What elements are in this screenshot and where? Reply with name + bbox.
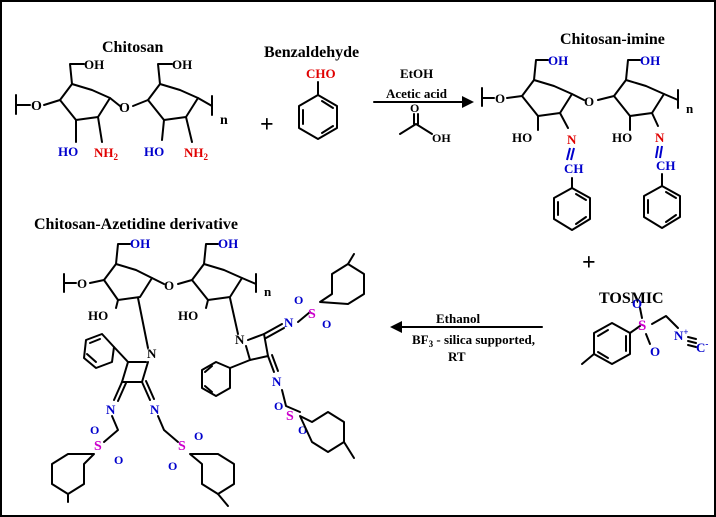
imine-n-1: N	[567, 132, 577, 147]
imine-ho-1: HO	[512, 130, 532, 145]
reaction-arrow-2: Ethanol BF3 - silica supported, RT	[390, 311, 543, 364]
chitosan-nh2-2: NH2	[184, 145, 209, 162]
az-s-4: S	[286, 409, 294, 424]
az-s2-o1: O	[168, 459, 177, 473]
az-s1-o2: O	[114, 453, 123, 467]
az-ring-n-2: N	[235, 332, 245, 347]
benzaldehyde-structure: Benzaldehyde CHO	[264, 44, 359, 140]
imine-ho-2: HO	[612, 130, 632, 145]
chitosan-n-subscript: n	[220, 113, 228, 128]
plus-sign-1: +	[260, 112, 274, 138]
azetidine-label: Chitosan-Azetidine derivative	[34, 216, 238, 233]
az-imine-n-2: N	[150, 402, 160, 417]
az-s1-o1: O	[90, 423, 99, 437]
acetic-o: O	[410, 101, 419, 115]
imine-o-bridge: O	[584, 94, 594, 109]
acetic-oh: OH	[432, 131, 451, 145]
az-s-1: S	[94, 439, 102, 454]
az-imine-n-1: N	[106, 402, 116, 417]
benzaldehyde-cho: CHO	[306, 66, 336, 81]
az-oh-2: OH	[218, 236, 238, 251]
chitosan-imine-label: Chitosan-imine	[560, 31, 665, 48]
chitosan-ho-1: HO	[58, 144, 78, 159]
tosmic-s: S	[638, 318, 646, 334]
benzaldehyde-label: Benzaldehyde	[264, 44, 359, 61]
az-s3-o2: O	[322, 317, 331, 331]
imine-oh-2: OH	[640, 53, 660, 68]
az-s4-o2: O	[298, 423, 307, 437]
imine-oh-1: OH	[548, 53, 568, 68]
reagent-ethanol: Ethanol	[436, 311, 480, 326]
tosmic-o-bottom: O	[650, 344, 660, 359]
az-o-left: O	[77, 276, 87, 291]
az-o-bridge: O	[164, 278, 174, 293]
az-imine-n-4: N	[272, 374, 282, 389]
reagent-acetic-acid: Acetic acid	[386, 86, 448, 101]
az-s-3: S	[308, 307, 316, 322]
az-n-subscript: n	[264, 284, 272, 299]
tosmic-structure: TOSMIC S O O N+ C-	[581, 290, 708, 365]
az-ho-2: HO	[178, 308, 198, 323]
imine-n-subscript: n	[686, 101, 694, 116]
tosmic-c-minus: C-	[696, 339, 708, 355]
az-oh-1: OH	[130, 236, 150, 251]
chitosan-nh2-1: NH2	[94, 145, 119, 162]
az-imine-n-3: N	[284, 315, 294, 330]
az-s4-o1: O	[274, 399, 283, 413]
az-ring-n-1: N	[147, 346, 157, 361]
imine-n-2: N	[655, 130, 665, 145]
chitosan-ho-2: HO	[144, 144, 164, 159]
az-ho-1: HO	[88, 308, 108, 323]
chitosan-imine-structure: Chitosan-imine O OH HO N CH O OH HO N CH	[481, 31, 694, 231]
az-s2-o2: O	[194, 429, 203, 443]
imine-ch-1: CH	[564, 161, 584, 176]
chitosan-oh-1: OH	[84, 57, 104, 72]
tosmic-o-top: O	[632, 296, 642, 311]
reagent-bf3: BF3 - silica supported,	[412, 332, 535, 349]
chitosan-oh-2: OH	[172, 57, 192, 72]
chitosan-structure: Chitosan O OH HO NH2 O OH HO NH2 n	[15, 39, 228, 162]
az-s3-o1: O	[294, 293, 303, 307]
chitosan-o-bridge: O	[119, 101, 130, 116]
imine-ch-2: CH	[656, 158, 676, 173]
chitosan-label: Chitosan	[102, 39, 163, 56]
reagent-rt: RT	[448, 349, 466, 364]
imine-o-left: O	[495, 91, 505, 106]
azetidine-structure: Chitosan-Azetidine derivative O OH HO O …	[34, 216, 365, 507]
reagent-etoh: EtOH	[400, 66, 433, 81]
az-s-2: S	[178, 439, 186, 454]
reaction-arrow-1: EtOH Acetic acid O OH	[373, 66, 474, 145]
tosmic-n-plus: N+	[674, 327, 689, 343]
chitosan-o-left: O	[31, 99, 42, 114]
plus-sign-2: +	[582, 250, 596, 276]
tosmic-label: TOSMIC	[599, 290, 664, 307]
